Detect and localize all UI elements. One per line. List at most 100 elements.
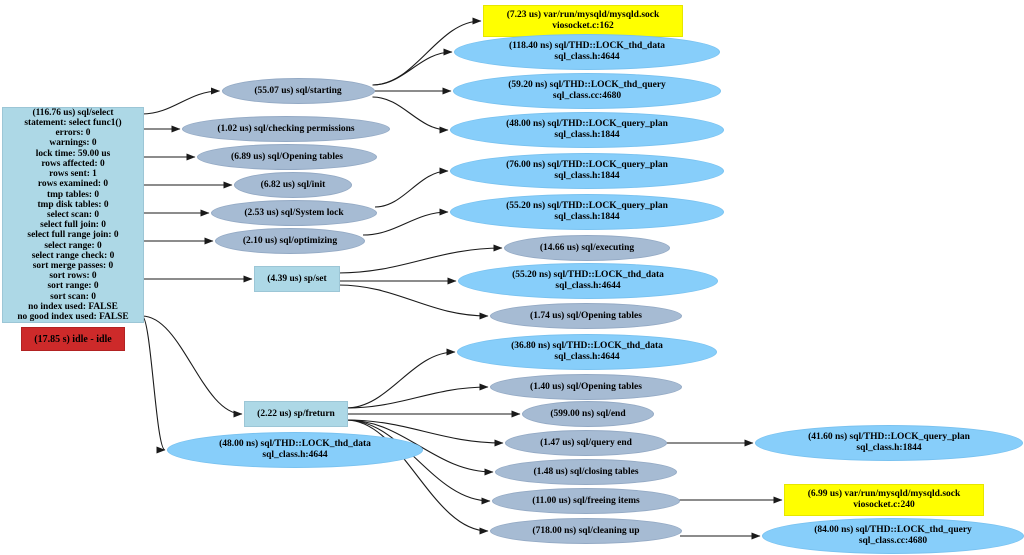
node-label: warnings: 0 bbox=[49, 138, 97, 149]
node-label: tmp disk tables: 0 bbox=[37, 199, 109, 210]
node-label: sql_class.h:1844 bbox=[554, 130, 620, 140]
node-label: sql_class.cc:4680 bbox=[552, 91, 622, 101]
node-label: lock time: 59.00 us bbox=[35, 148, 111, 159]
node-sql-freeing-items: (11.00 us) sql/freeing items bbox=[492, 488, 680, 514]
node-label: sort rows: 0 bbox=[49, 271, 97, 282]
node-label: (17.85 s) idle - idle bbox=[34, 333, 112, 345]
node-label: (55.20 ns) sql/THD::LOCK_query_plan bbox=[506, 201, 668, 211]
node-label: sql_class.h:4644 bbox=[262, 450, 328, 460]
node-label: (41.60 ns) sql/THD::LOCK_query_plan bbox=[808, 432, 970, 442]
edge-sp-freturn--sql-opening-tables-3 bbox=[345, 383, 489, 409]
node-label: select scan: 0 bbox=[46, 209, 100, 220]
node-sql-end: (599.00 ns) sql/end bbox=[522, 401, 654, 427]
edge-sql-select--sql-starting bbox=[141, 87, 220, 115]
node-sql-closing-tables: (1.48 us) sql/closing tables bbox=[495, 459, 677, 485]
node-sql-cleaning-up: (718.00 ns) sql/cleaning up bbox=[490, 518, 682, 544]
edge-sp-set--sql-executing bbox=[337, 244, 503, 274]
node-label: errors: 0 bbox=[55, 128, 91, 139]
node-label: (118.40 ns) sql/THD::LOCK_thd_data bbox=[509, 41, 665, 51]
edge-sql-select--lock-thd-data-4644-main bbox=[141, 315, 166, 454]
node-label: sort merge passes: 0 bbox=[32, 260, 114, 271]
node-label: (1.47 us) sql/query end bbox=[540, 437, 632, 448]
node-label: (6.89 us) sql/Opening tables bbox=[231, 151, 343, 162]
edge-sp-freturn--sql-query-end bbox=[345, 419, 504, 447]
node-label: sql_class.h:4644 bbox=[555, 281, 621, 291]
node-sql-checking-permissions: (1.02 us) sql/checking permissions bbox=[182, 116, 390, 142]
edge-sp-freturn--lock-thd-data-4644-c bbox=[345, 348, 456, 409]
node-sql-opening-tables-1: (6.89 us) sql/Opening tables bbox=[197, 144, 377, 170]
node-label: sql_class.h:1844 bbox=[554, 171, 620, 181]
edge-sql-system-lock--lock-query-plan-1844-b bbox=[374, 167, 449, 208]
edge-sp-set--sql-opening-tables-2 bbox=[337, 284, 489, 320]
node-label: sql_class.cc:4680 bbox=[858, 536, 928, 546]
node-label: sort range: 0 bbox=[47, 281, 99, 292]
node-sql-query-end: (1.47 us) sql/query end bbox=[505, 430, 667, 456]
node-label: (11.00 us) sql/freeing items bbox=[532, 495, 640, 506]
node-sql-opening-tables-2: (1.74 us) sql/Opening tables bbox=[490, 303, 682, 329]
node-idle: (17.85 s) idle - idle bbox=[21, 327, 125, 351]
node-label: (59.20 ns) sql/THD::LOCK_thd_query bbox=[508, 80, 666, 90]
node-label: (1.40 us) sql/Opening tables bbox=[530, 381, 642, 392]
edge-sql-starting--lock-query-plan-1844-a bbox=[372, 96, 449, 134]
edge-sql-select--sp-freturn bbox=[141, 315, 243, 418]
node-label: no good index used: FALSE bbox=[17, 311, 129, 322]
node-label: (36.80 ns) sql/THD::LOCK_thd_data bbox=[511, 341, 663, 351]
node-label: (1.02 us) sql/checking permissions bbox=[217, 123, 355, 134]
node-sql-starting: (55.07 us) sql/starting bbox=[221, 78, 375, 104]
node-sp-set: (4.39 us) sp/set bbox=[254, 266, 340, 292]
node-label: select range: 0 bbox=[44, 240, 102, 251]
node-sql-optimizing: (2.10 us) sql/optimizing bbox=[215, 228, 365, 254]
node-label: rows examined: 0 bbox=[37, 179, 109, 190]
edge-sql-optimizing--lock-query-plan-1844-c bbox=[362, 208, 449, 236]
node-label: (599.00 ns) sql/end bbox=[550, 408, 626, 419]
node-label: viosocket.c:162 bbox=[552, 21, 614, 31]
node-label: (1.74 us) sql/Opening tables bbox=[530, 310, 642, 321]
node-label: sql_class.h:4644 bbox=[554, 52, 620, 62]
node-sql-opening-tables-3: (1.40 us) sql/Opening tables bbox=[490, 374, 682, 400]
node-label: (48.00 ns) sql/THD::LOCK_thd_data bbox=[219, 439, 371, 449]
node-label: (2.22 us) sp/freturn bbox=[257, 408, 335, 419]
node-sql-init: (6.82 us) sql/init bbox=[234, 172, 352, 198]
node-label: rows affected: 0 bbox=[41, 158, 105, 169]
node-label: select range check: 0 bbox=[31, 250, 115, 261]
node-label: (55.07 us) sql/starting bbox=[254, 85, 342, 96]
node-label: (14.66 us) sql/executing bbox=[539, 242, 635, 253]
node-label: sql_class.h:4644 bbox=[554, 352, 620, 362]
node-label: (6.99 us) var/run/mysqld/mysqld.sock bbox=[807, 489, 961, 499]
node-label: select full range join: 0 bbox=[27, 230, 119, 241]
node-label: (55.20 ns) sql/THD::LOCK_thd_data bbox=[512, 270, 664, 280]
node-label: (1.48 us) sql/closing tables bbox=[533, 466, 639, 477]
edge-sql-starting--lock-thd-data-4644-a bbox=[372, 48, 453, 86]
node-label: (2.10 us) sql/optimizing bbox=[242, 235, 338, 246]
node-label: viosocket.c:240 bbox=[853, 500, 915, 510]
node-label: (718.00 ns) sql/cleaning up bbox=[532, 525, 640, 536]
node-label: (76.00 ns) sql/THD::LOCK_query_plan bbox=[506, 160, 668, 170]
node-label: (48.00 ns) sql/THD::LOCK_query_plan bbox=[506, 119, 668, 129]
node-sp-freturn: (2.22 us) sp/freturn bbox=[244, 401, 348, 427]
node-label: (6.82 us) sql/init bbox=[260, 179, 326, 190]
node-label: select full join: 0 bbox=[40, 220, 106, 231]
node-label: (2.53 us) sql/System lock bbox=[244, 207, 344, 218]
node-label: sort scan: 0 bbox=[50, 291, 96, 302]
node-label: sql_class.h:1844 bbox=[856, 443, 922, 453]
edge-sp-freturn--sql-cleaning-up bbox=[345, 419, 489, 535]
node-label: statement: select func1() bbox=[24, 118, 122, 129]
node-sql-executing: (14.66 us) sql/executing bbox=[504, 235, 670, 261]
node-label: (116.76 us) sql/select bbox=[32, 107, 114, 118]
node-label: no index used: FALSE bbox=[28, 301, 118, 312]
